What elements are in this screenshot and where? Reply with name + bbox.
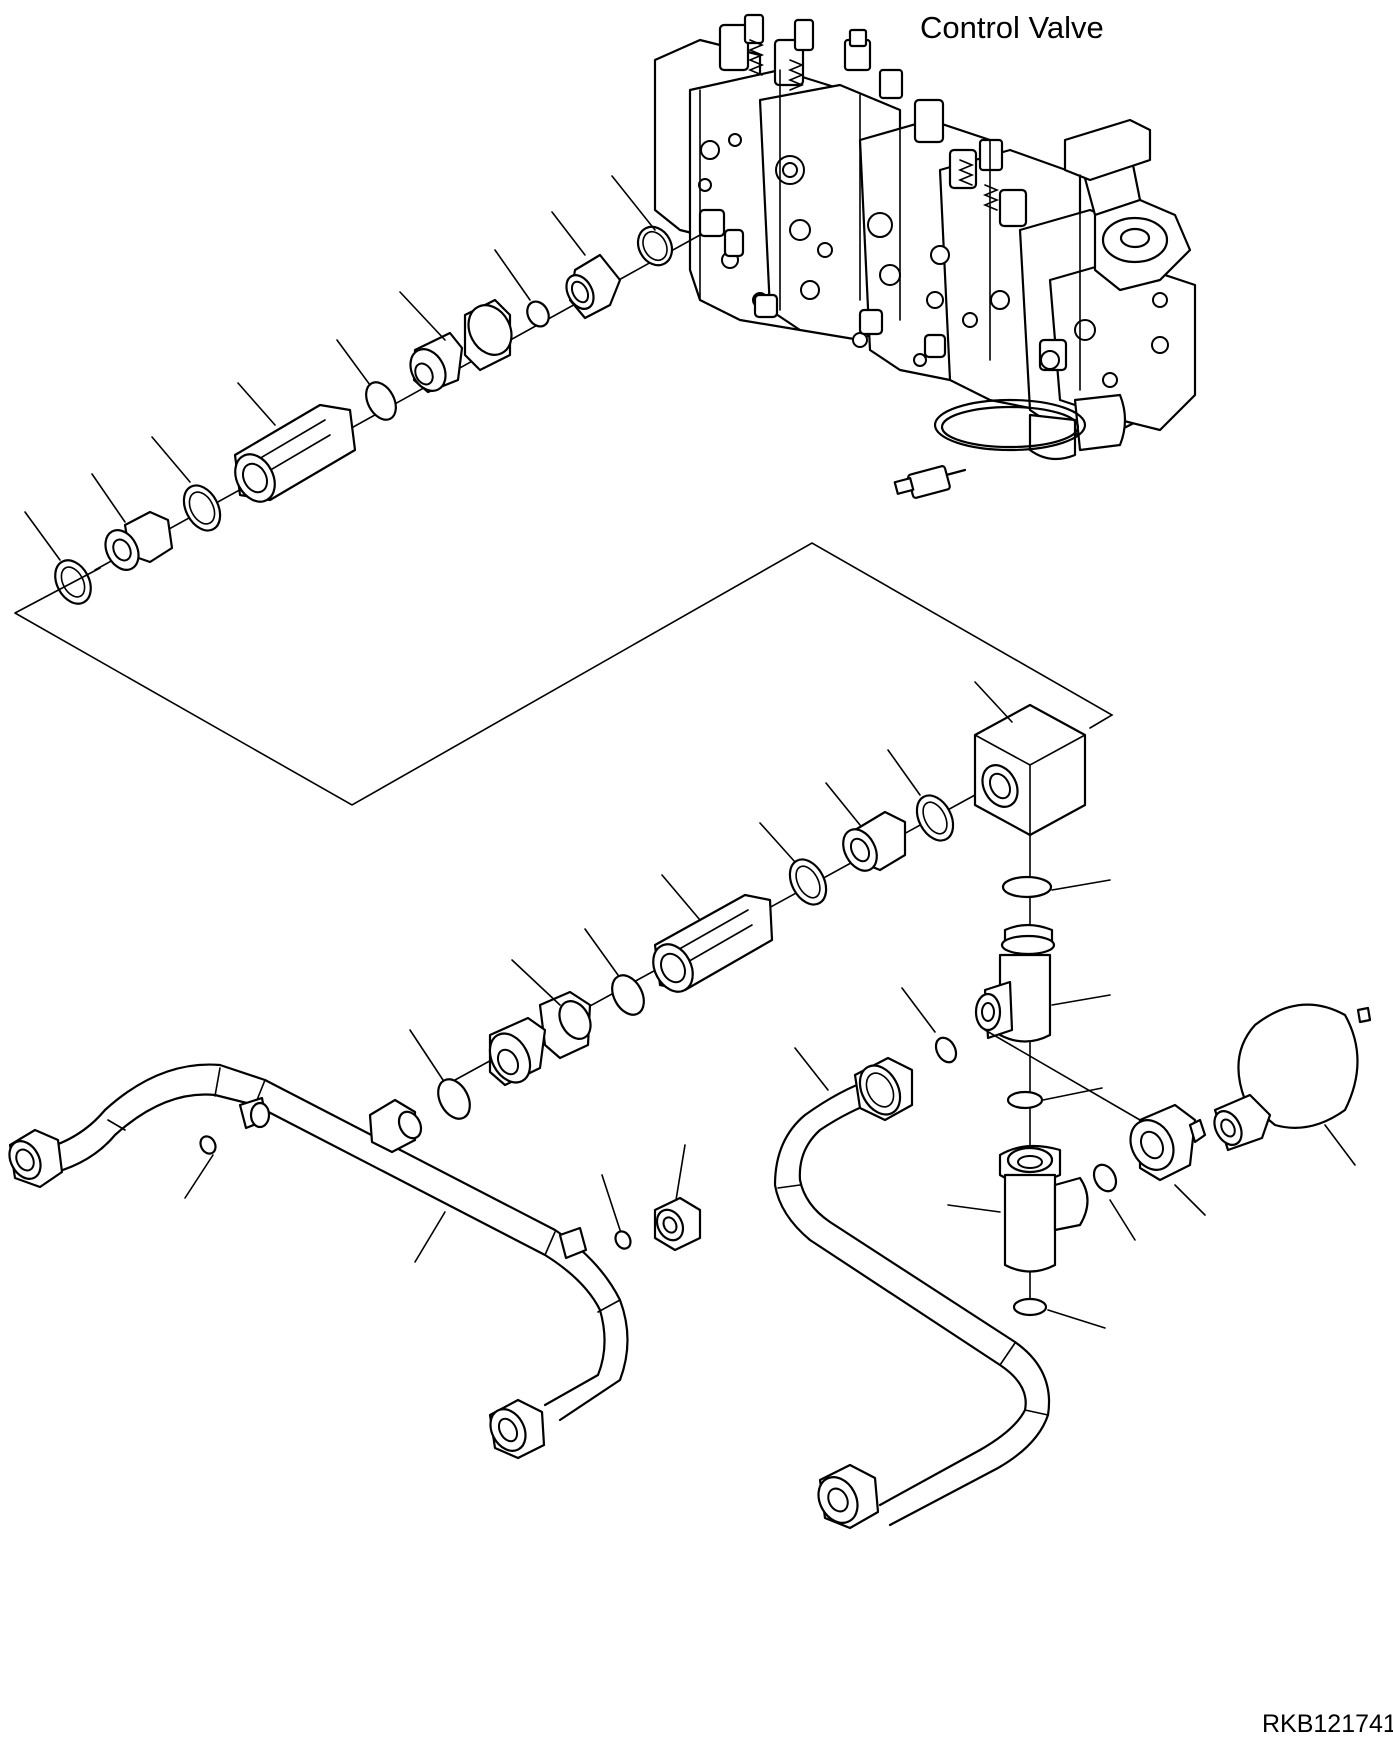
o-ring-2 (526, 300, 550, 328)
lower-tee (998, 1144, 1089, 1273)
leader-lines-upper (24, 175, 656, 561)
washer-3 (915, 794, 955, 842)
washer-1 (182, 484, 222, 532)
accumulator-connection (934, 1029, 1207, 1193)
control-valve-assembly (653, 13, 1197, 499)
leader-lines-middle (409, 749, 921, 1081)
o-ring-4 (611, 974, 645, 1016)
pipe-adapter-left (368, 1098, 423, 1154)
swivel-nut-fitting-middle (488, 990, 592, 1087)
leader-accumulator-oring (1109, 1199, 1136, 1241)
upper-fitting-line (54, 225, 701, 605)
hex-coupling-upper (233, 403, 357, 503)
hex-coupling-middle (652, 893, 774, 993)
drawing-code: RKB121741 (1262, 1710, 1393, 1738)
leader-small-oring (901, 987, 936, 1033)
right-pipe (773, 1056, 1051, 1530)
o-ring-small-left (199, 1135, 217, 1155)
o-ring-tee-mid (1006, 1090, 1044, 1110)
o-ring-5 (437, 1078, 471, 1120)
square-block (973, 703, 1087, 837)
adapter-middle (842, 810, 907, 872)
diagram-title: Control Valve (920, 10, 1104, 45)
left-pipe (8, 1063, 629, 1460)
o-ring-small-center (614, 1230, 632, 1250)
o-ring-tee-top (1001, 875, 1053, 899)
upper-tee (974, 923, 1056, 1043)
swivel-nut-fitting (409, 298, 513, 394)
leader-right-pipe (794, 1047, 829, 1091)
o-ring-3 (365, 381, 397, 421)
o-ring-tee-bottom (1012, 1297, 1048, 1317)
union-fitting (565, 253, 622, 320)
tee-fitting-stack (974, 834, 1089, 1317)
o-ring-small-right (934, 1036, 958, 1064)
leader-block (974, 681, 1013, 723)
adapter-upper (104, 510, 174, 571)
leader-adapter-nut (1174, 1184, 1206, 1216)
leader-lines-tee (947, 879, 1111, 1329)
reference-outline (14, 542, 1114, 806)
leader-lines-lower-left (184, 1144, 686, 1263)
washer-4 (788, 858, 828, 906)
accumulator (1213, 1003, 1372, 1152)
middle-fitting-line (437, 794, 976, 1120)
nut (653, 1196, 702, 1252)
leader-accumulator (1324, 1124, 1356, 1166)
o-ring-accumulator (1092, 1163, 1118, 1193)
o-ring-1 (636, 225, 674, 267)
